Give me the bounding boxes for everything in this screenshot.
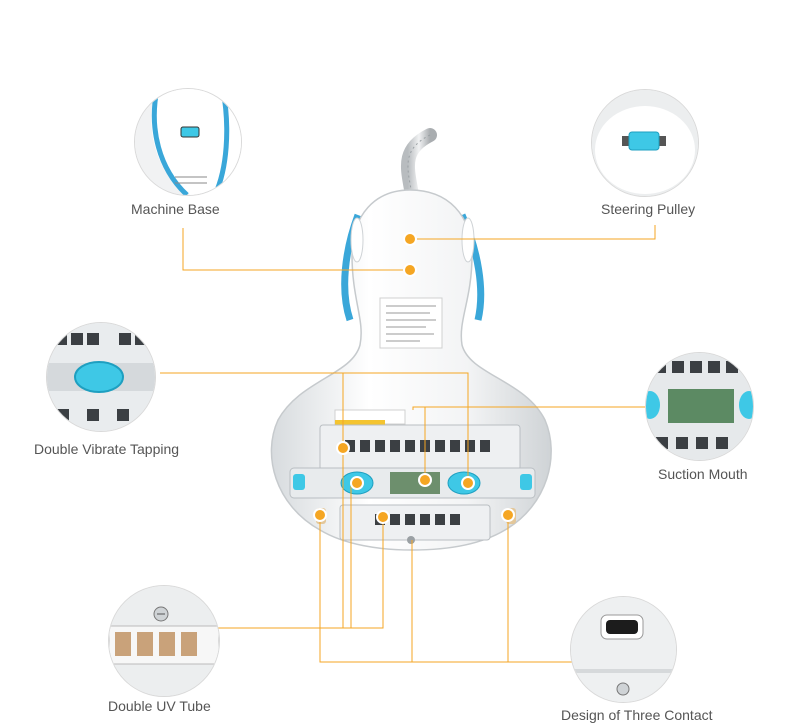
marker-upper-uv <box>336 441 350 455</box>
power-cord <box>400 128 437 202</box>
marker-vibrate-left <box>350 476 364 490</box>
detail-suction-mouth <box>645 352 754 461</box>
label-machine-base: Machine Base <box>131 201 220 217</box>
marker-contact-left <box>313 508 327 522</box>
leader-lines <box>160 225 656 663</box>
label-suction-mouth: Suction Mouth <box>658 466 748 482</box>
marker-contact-right <box>501 508 515 522</box>
callout-markers <box>313 232 515 524</box>
detail-double-uv-tube <box>108 585 220 697</box>
label-three-contact: Design of Three Contact <box>561 707 713 723</box>
detail-three-contact <box>570 596 677 703</box>
marker-steering-pulley <box>403 232 417 246</box>
marker-suction <box>418 473 432 487</box>
detail-machine-base <box>134 88 242 196</box>
marker-vibrate-right <box>461 476 475 490</box>
marker-machine-base <box>403 263 417 277</box>
marker-lower-uv <box>376 510 390 524</box>
label-double-vibrate-tapping: Double Vibrate Tapping <box>34 441 180 457</box>
label-double-uv-tube: Double UV Tube <box>108 698 211 714</box>
label-steering-pulley: Steering Pulley <box>601 201 696 217</box>
detail-double-vibrate-tapping <box>46 322 156 432</box>
detail-steering-pulley <box>591 89 699 197</box>
uv-grille-upper <box>345 440 490 452</box>
